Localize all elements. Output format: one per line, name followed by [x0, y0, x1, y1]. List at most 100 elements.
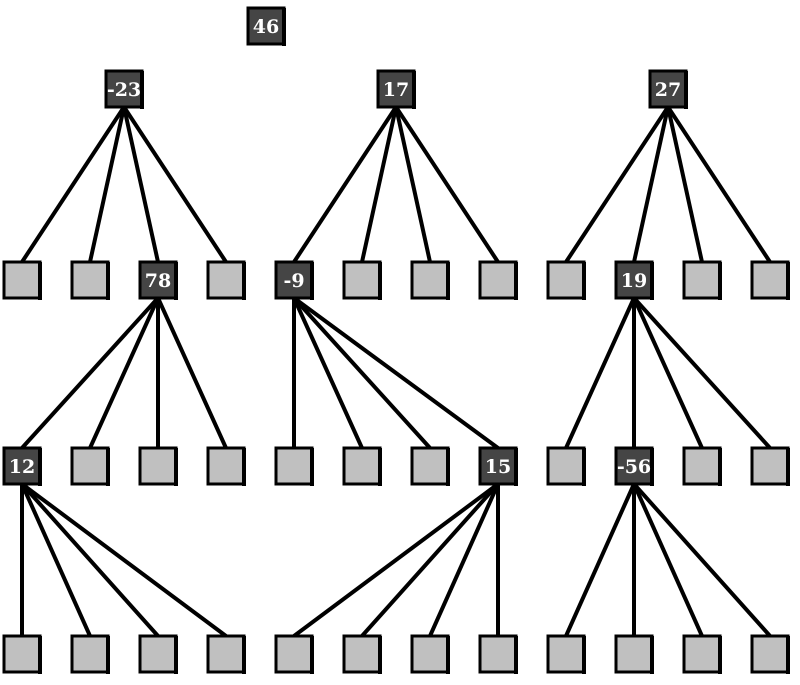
tree-node-empty	[478, 260, 518, 300]
node-box	[546, 260, 586, 300]
tree-edge	[122, 105, 228, 264]
tree-node-empty	[682, 446, 722, 486]
tree-node-empty	[70, 446, 110, 486]
tree-node-empty	[410, 446, 450, 486]
node-shadow	[38, 636, 42, 674]
node-shadow	[684, 71, 688, 109]
tree-node-empty	[682, 260, 722, 300]
node-shadow	[310, 636, 314, 674]
node-box	[478, 260, 518, 300]
tree-node-empty	[70, 260, 110, 300]
node-label: 12	[9, 456, 35, 478]
node-box	[70, 260, 110, 300]
node-box	[410, 446, 450, 486]
tree-node-empty	[138, 634, 178, 674]
tree-node-empty	[206, 634, 246, 674]
node-shadow	[718, 636, 722, 674]
node-box	[70, 446, 110, 486]
tree-node-valued: -56	[614, 446, 654, 486]
node-shadow	[786, 636, 790, 674]
node-shadow	[582, 636, 586, 674]
tree-node-empty	[614, 634, 654, 674]
node-label: -9	[283, 270, 304, 292]
node-shadow	[412, 71, 416, 109]
node-label: 19	[621, 270, 647, 292]
node-label: 78	[145, 270, 171, 292]
tree-edge	[632, 106, 670, 263]
tree-edge	[156, 297, 228, 449]
tree-edge	[292, 297, 364, 449]
tree-node-empty	[750, 634, 790, 674]
node-shadow	[310, 448, 314, 486]
tree-node-empty	[546, 634, 586, 674]
tree-edge	[394, 105, 500, 264]
node-shadow	[38, 448, 42, 486]
node-shadow	[378, 448, 382, 486]
tree-edge	[20, 296, 160, 450]
tree-node-empty	[274, 446, 314, 486]
tree-edge	[88, 297, 160, 449]
tree-node-empty	[2, 634, 42, 674]
node-shadow	[378, 636, 382, 674]
tree-node-empty	[410, 260, 450, 300]
node-box	[682, 634, 722, 674]
tree-node-valued: 78	[138, 260, 178, 300]
tree-node-valued: 17	[376, 69, 416, 109]
node-shadow	[106, 448, 110, 486]
tree-node-empty	[70, 634, 110, 674]
node-shadow	[446, 262, 450, 300]
node-box	[614, 446, 654, 486]
node-box	[682, 446, 722, 486]
node-box	[750, 260, 790, 300]
tree-node-empty	[206, 446, 246, 486]
tree-edge	[564, 297, 636, 449]
node-box	[70, 634, 110, 674]
root-node: 46	[246, 6, 286, 46]
tree-node-valued: 27	[648, 69, 688, 109]
node-shadow	[582, 262, 586, 300]
node-box	[342, 446, 382, 486]
tree-edge	[88, 106, 126, 263]
node-box	[614, 634, 654, 674]
tree-edge	[564, 105, 670, 264]
tree-edge	[428, 483, 500, 637]
tree-node-empty	[546, 446, 586, 486]
node-box	[104, 69, 144, 109]
node-shadow	[446, 448, 450, 486]
tree-edge	[292, 296, 432, 450]
tree-edge	[632, 297, 704, 449]
node-box	[546, 634, 586, 674]
node-label: -23	[107, 79, 141, 101]
node-box	[342, 260, 382, 300]
node-shadow	[582, 448, 586, 486]
node-shadow	[242, 448, 246, 486]
tree-node-valued: -23	[104, 69, 144, 109]
node-shadow	[378, 262, 382, 300]
tree-edge	[564, 483, 636, 637]
node-box	[546, 446, 586, 486]
node-shadow	[38, 262, 42, 300]
tree-node-empty	[342, 260, 382, 300]
node-shadow	[786, 448, 790, 486]
tree-node-empty	[206, 260, 246, 300]
tree-node-empty	[750, 446, 790, 486]
tree-edge	[632, 296, 772, 450]
node-shadow	[282, 8, 286, 46]
tree-node-empty	[410, 634, 450, 674]
node-shadow	[514, 262, 518, 300]
node-shadow	[174, 448, 178, 486]
tree-node-empty	[2, 260, 42, 300]
node-box	[274, 634, 314, 674]
node-shadow	[106, 636, 110, 674]
tree-edge	[292, 296, 500, 450]
node-shadow	[242, 636, 246, 674]
node-box	[2, 260, 42, 300]
tree-edge	[360, 106, 398, 263]
node-box	[274, 446, 314, 486]
node-box	[614, 260, 654, 300]
tree-node-empty	[274, 634, 314, 674]
node-box	[138, 634, 178, 674]
node-shadow	[174, 262, 178, 300]
node-shadow	[650, 448, 654, 486]
